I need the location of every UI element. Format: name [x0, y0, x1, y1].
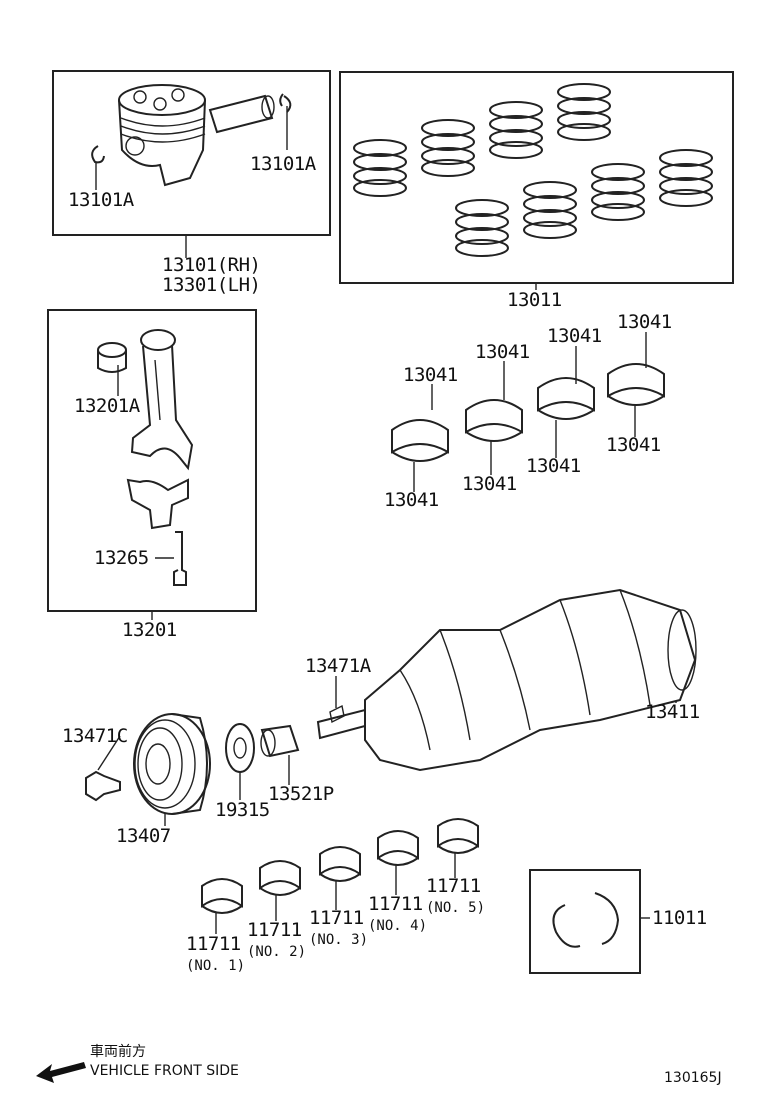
label-thrust-washer: 11011	[652, 907, 707, 929]
label-main-bearing-4-note: (NO. 4)	[368, 918, 428, 934]
label-rod-bearing-3: 13041	[475, 341, 530, 363]
main-bearings-drawing	[201, 818, 479, 914]
arrow-left-down-icon	[36, 1062, 86, 1083]
crank-gear-drawing	[260, 724, 300, 758]
label-main-bearing-1-note: (NO. 1)	[186, 958, 246, 974]
direction-label-jp: 車両前方	[90, 1044, 146, 1060]
pin-clip-left-drawing	[91, 145, 105, 164]
thrust-washer-drawing	[552, 892, 620, 948]
label-rod-bearing-6: 13041	[526, 455, 581, 477]
label-rod-bushing: 13201A	[74, 395, 140, 417]
label-piston-rh: 13101(RH)	[162, 254, 261, 276]
label-rod-bolt: 13265	[94, 547, 149, 569]
label-rod-bearing-2: 13041	[384, 489, 439, 511]
crank-pulley-drawing	[133, 713, 211, 815]
rod-frame	[47, 309, 257, 612]
label-rod-bearing-5: 13041	[547, 325, 602, 347]
pin-clip-right-drawing	[279, 93, 292, 113]
rod-bearings-drawing	[391, 363, 665, 462]
label-main-bearing-5: 11711	[426, 875, 481, 897]
diagram-code: 130165J	[664, 1070, 722, 1086]
label-pin-clip-right: 13101A	[250, 153, 316, 175]
piston-frame	[52, 70, 331, 236]
label-main-bearing-4: 11711	[368, 893, 423, 915]
ring-frame	[339, 71, 734, 284]
piston-drawing	[118, 84, 206, 187]
label-rod-bearing-4: 13041	[462, 473, 517, 495]
label-pin-clip-left: 13101A	[68, 189, 134, 211]
label-main-bearing-5-note: (NO. 5)	[426, 900, 486, 916]
label-crank-key: 13471A	[305, 655, 371, 677]
label-main-bearing-2-note: (NO. 2)	[247, 944, 307, 960]
label-rod-bearing-8: 13041	[606, 434, 661, 456]
label-crank-pulley: 13407	[116, 825, 171, 847]
label-main-bearing-2: 11711	[247, 919, 302, 941]
label-rod-bearing-7: 13041	[617, 311, 672, 333]
direction-label-en: VEHICLE FRONT SIDE	[90, 1063, 239, 1079]
label-connecting-rod: 13201	[122, 619, 177, 641]
label-crank-gear: 13521P	[268, 783, 334, 805]
pulley-bolt-drawing	[85, 770, 121, 802]
connecting-rod-drawing	[97, 329, 194, 586]
label-rod-bearing-1: 13041	[403, 364, 458, 386]
label-ring-set: 13011	[507, 289, 562, 311]
label-piston-lh: 13301(LH)	[162, 274, 261, 296]
label-timing-sprocket: 19315	[215, 799, 270, 821]
thrust-frame	[529, 869, 641, 974]
crankshaft-drawing	[316, 588, 697, 772]
label-pulley-bolt: 13471C	[62, 725, 128, 747]
timing-sprocket-drawing	[225, 723, 255, 773]
piston-rings-drawing	[353, 83, 713, 257]
label-main-bearing-1: 11711	[186, 933, 241, 955]
label-main-bearing-3: 11711	[309, 907, 364, 929]
piston-pin-drawing	[208, 94, 275, 134]
label-main-bearing-3-note: (NO. 3)	[309, 932, 369, 948]
label-crankshaft: 13411	[645, 701, 700, 723]
